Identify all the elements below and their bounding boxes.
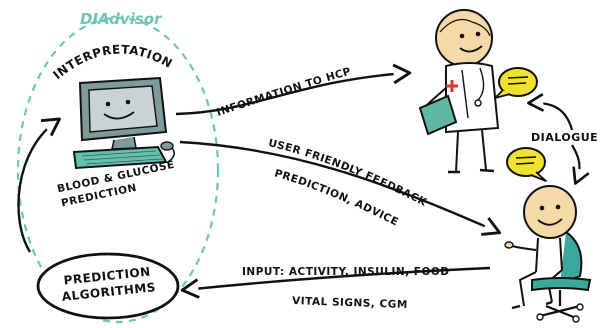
arrow-dialogue-to-patient: [571, 144, 590, 185]
diadvisor-boundary: [16, 16, 220, 324]
doctor-icon: [418, 9, 500, 174]
patient-speech-bubble: [506, 147, 547, 182]
arrow-information-to-hcp: [175, 63, 412, 116]
arrow-input: [180, 266, 491, 299]
arrow-user-feedback: [179, 140, 502, 236]
vital-signs-label: VITAL SIGNS, CGM: [292, 295, 408, 311]
computer-icon: [72, 76, 175, 170]
patient-icon: [504, 185, 592, 323]
interpretation-text: INTERPRETATION: [50, 42, 174, 82]
dialogue-label: DIALOGUE: [531, 131, 598, 144]
doctor-speech-bubble: [494, 67, 538, 99]
arrow-dialogue-to-doctor: [527, 93, 574, 131]
arrow-prediction-to-computer: [17, 117, 61, 253]
prediction-algorithms-node: PREDICTION ALGORITHMS: [36, 252, 180, 320]
diadvisor-title: DIAdvisor: [80, 10, 163, 28]
input-label: INPUT: ACTIVITY, INSULIN, FOOD: [242, 266, 450, 278]
information-to-hcp-label: INFORMATION TO HCP: [215, 65, 352, 118]
information-to-hcp-text: INFORMATION TO HCP: [215, 65, 352, 118]
interpretation-label: INTERPRETATION: [50, 42, 174, 82]
